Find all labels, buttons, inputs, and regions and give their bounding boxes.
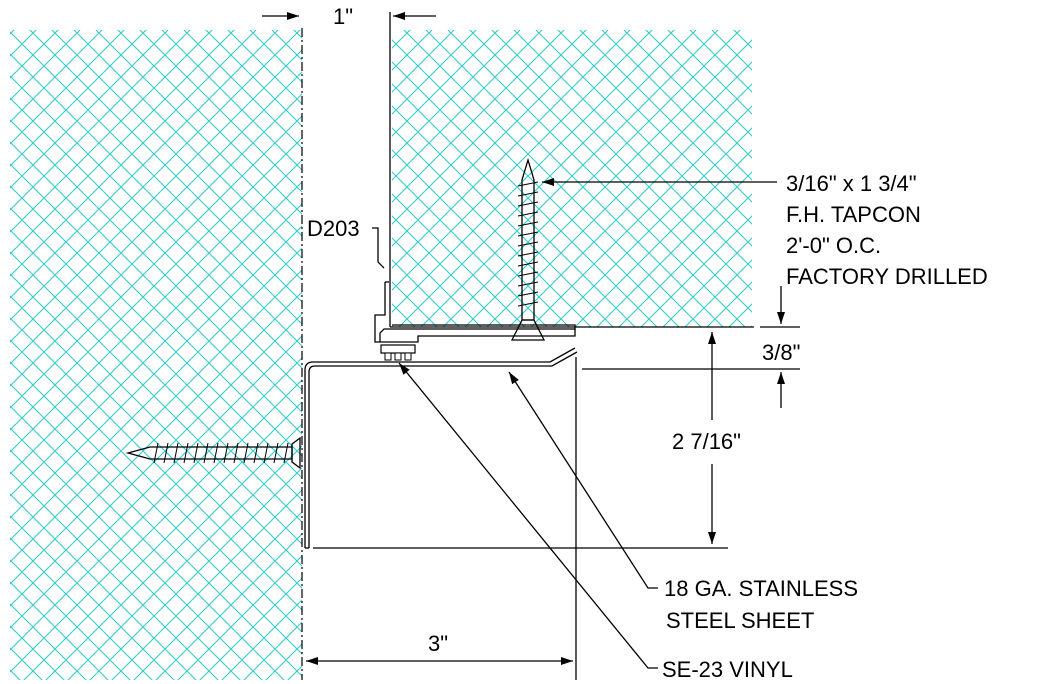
- offset-dimension-label: 3/8": [762, 340, 800, 365]
- sheet-callout-line-2: STEEL SHEET: [666, 608, 814, 633]
- vinyl-callout-leader: [398, 362, 658, 669]
- fastener-size-line: 3/16" x 1 3/4": [786, 171, 917, 196]
- trim-reference-label: D203: [307, 216, 360, 241]
- fastener-note-line: FACTORY DRILLED: [786, 264, 988, 289]
- fastener-callout-text: 3/16" x 1 3/4" F.H. TAPCON 2'-0" O.C. FA…: [786, 171, 988, 289]
- left-wall-concrete-hatch: [10, 30, 302, 680]
- fastener-type-line: F.H. TAPCON: [786, 202, 921, 227]
- height-dimension-label: 2 7/16": [672, 429, 741, 454]
- stainless-steel-angle-sheet: [304, 347, 578, 549]
- sheet-callout-text: 18 GA. STAINLESS STEEL SHEET: [664, 576, 864, 633]
- vertical-tapcon-screw: [510, 157, 546, 341]
- sheet-callout-leader: [508, 371, 658, 589]
- width-dimension: [306, 357, 577, 680]
- d203-trim-profile: [374, 281, 576, 343]
- width-dimension-label: 3": [428, 631, 448, 656]
- sheet-callout-line-1: 18 GA. STAINLESS: [664, 576, 858, 601]
- vinyl-callout-text: SE-23 VINYL: [662, 657, 793, 682]
- trim-reference-leader: [372, 227, 385, 269]
- offset-dimension: [582, 286, 800, 408]
- se23-vinyl-insert: [380, 344, 416, 361]
- upper-slab-concrete-hatch: [392, 30, 752, 327]
- height-dimension: [313, 332, 728, 549]
- horizontal-wall-screw: [125, 436, 301, 470]
- fastener-spacing-line: 2'-0" O.C.: [786, 233, 881, 258]
- gap-dimension-label: 1": [333, 4, 353, 29]
